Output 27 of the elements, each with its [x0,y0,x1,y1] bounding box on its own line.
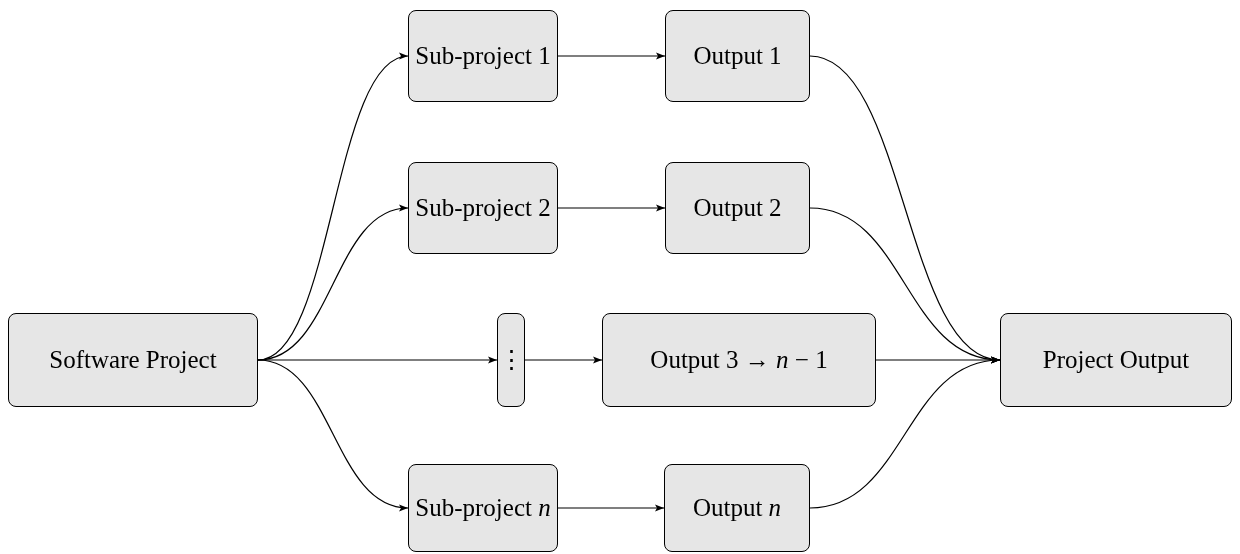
process-box [408,162,558,254]
arrow [557,52,666,60]
box-label: Output 3 → n − 1 [650,345,828,376]
process-box [602,313,876,407]
process-box [8,313,258,407]
box-label: ⋮ [498,345,524,376]
arrow [257,359,409,510]
process-box [665,162,810,254]
process-box [664,464,810,552]
arrow [809,357,1001,509]
process-box [497,313,525,407]
box-label: Sub-project n [415,493,551,524]
process-box [1000,313,1232,407]
process-box [408,10,558,102]
arrow [257,356,498,364]
box-label: Sub-project 2 [415,193,551,224]
box-label: Sub-project 1 [415,41,551,72]
arrow [557,504,665,512]
box-label: Project Output [1042,345,1190,376]
box-label: Output 1 [693,41,782,72]
process-box [408,464,558,552]
process-box [665,10,810,102]
box-label: Software Project [49,345,217,376]
arrow [524,356,603,364]
box-label: Output n [692,493,782,524]
arrow [557,204,666,212]
box-label: Output 2 [693,193,782,224]
